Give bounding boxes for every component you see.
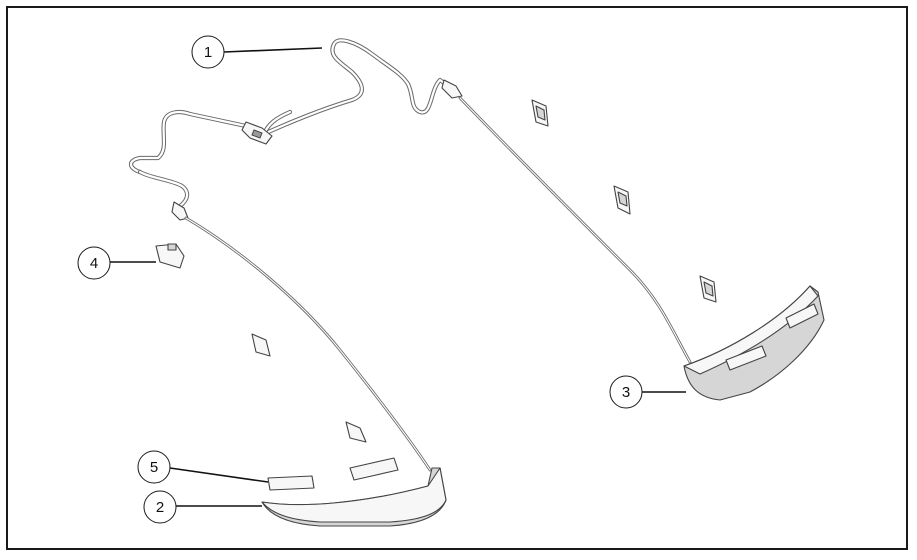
harness-connector-right (441, 79, 463, 99)
harness-connector-center (241, 121, 273, 145)
callout-2: 2 (143, 490, 177, 524)
adhesive-pad-left (349, 457, 399, 481)
clip-left-2 (251, 333, 271, 357)
callout-2-label: 2 (156, 499, 164, 516)
spoiler-left (261, 467, 447, 527)
wiring-harness (128, 38, 459, 209)
callout-3: 3 (609, 375, 643, 409)
leader-5 (169, 467, 269, 483)
adhesive-pad-right-1 (725, 345, 767, 371)
spoiler-right (683, 285, 825, 401)
adhesive-pad-5 (267, 475, 315, 491)
callout-1: 1 (191, 35, 225, 69)
adhesive-pad-right-2 (785, 303, 819, 329)
callout-3-label: 3 (622, 384, 630, 401)
clip-left-3 (345, 421, 367, 443)
callout-1-label: 1 (204, 44, 212, 61)
clip-4 (155, 243, 185, 269)
clip-right-1 (531, 99, 549, 127)
callout-4-label: 4 (90, 255, 98, 272)
cable-left (184, 216, 432, 472)
callout-5-label: 5 (150, 459, 158, 476)
leader-1 (223, 47, 323, 53)
clip-right-2 (613, 185, 631, 215)
harness-connector-left (171, 201, 189, 221)
callout-5: 5 (137, 450, 171, 484)
callout-4: 4 (77, 246, 111, 280)
clip-right-3 (699, 275, 717, 303)
cable-right (458, 96, 692, 364)
